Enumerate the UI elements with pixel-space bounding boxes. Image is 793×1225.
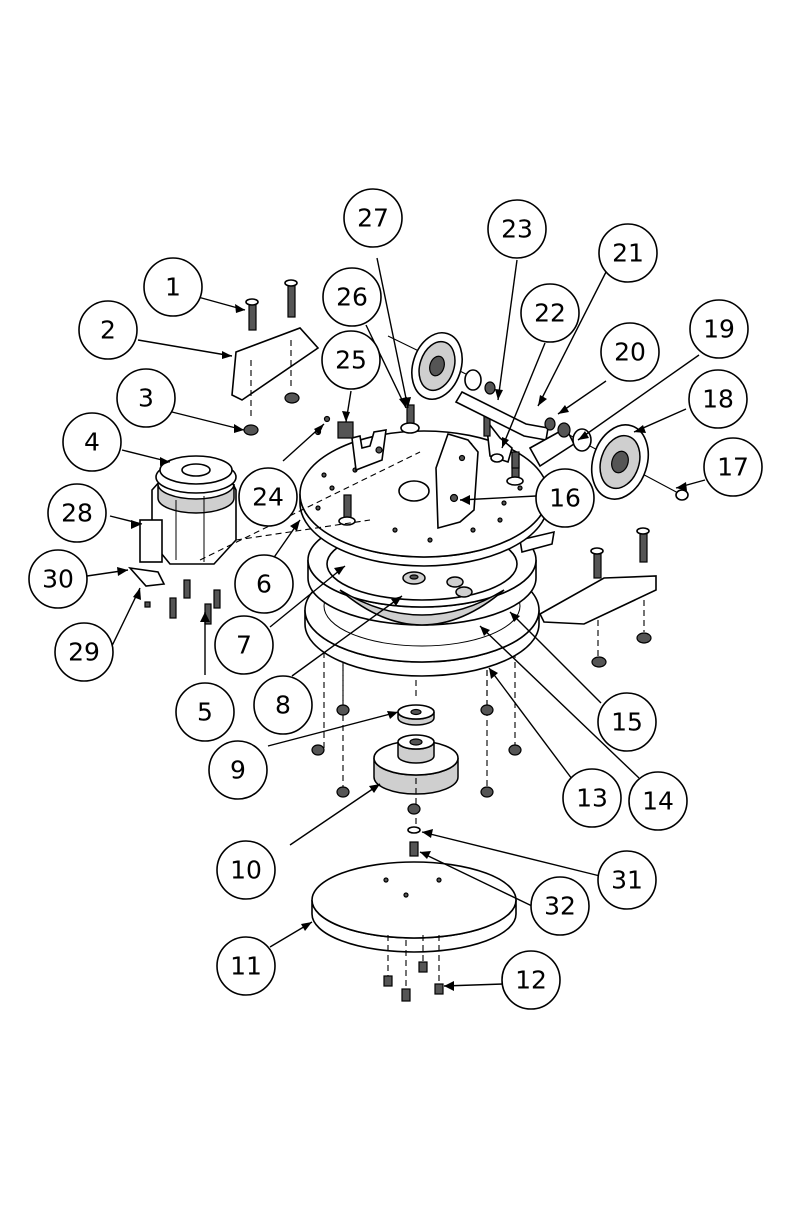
- callout-16: 16: [536, 469, 594, 527]
- callout-27: 27: [344, 189, 402, 247]
- callout-31-label: 31: [611, 866, 643, 895]
- callout-20-label: 20: [614, 338, 646, 367]
- callout-26: 26: [323, 268, 381, 326]
- callout-12-label: 12: [515, 966, 547, 995]
- callout-15-label: 15: [611, 708, 643, 737]
- callout-29: 29: [55, 623, 113, 681]
- callout-21-label: 21: [612, 239, 644, 268]
- callout-23-label: 23: [501, 215, 533, 244]
- callout-11: 11: [217, 937, 275, 995]
- callout-6: 6: [235, 555, 293, 613]
- callout-9-label: 9: [230, 756, 246, 785]
- callout-25-label: 25: [335, 346, 367, 375]
- callout-4-label: 4: [84, 428, 100, 457]
- callout-17: 17: [704, 438, 762, 496]
- callout-22-label: 22: [534, 299, 566, 328]
- callout-2: 2: [79, 301, 137, 359]
- callout-11-label: 11: [230, 952, 262, 981]
- callout-10: 10: [217, 841, 275, 899]
- callout-20: 20: [601, 323, 659, 381]
- callout-5: 5: [176, 683, 234, 741]
- callout-1-label: 1: [165, 273, 181, 302]
- center-washer-bolt: [408, 804, 420, 856]
- callout-5-label: 5: [197, 698, 213, 727]
- callout-7-label: 7: [236, 631, 252, 660]
- callout-17-label: 17: [717, 453, 749, 482]
- callout-19: 19: [690, 300, 748, 358]
- callout-28: 28: [48, 484, 106, 542]
- callout-25: 25: [322, 331, 380, 389]
- callout-32-label: 32: [544, 892, 576, 921]
- callout-27-label: 27: [357, 204, 389, 233]
- callout-10-label: 10: [230, 856, 262, 885]
- callout-8: 8: [254, 676, 312, 734]
- callout-8-label: 8: [275, 691, 291, 720]
- left-weight: [232, 280, 318, 435]
- clutch-plate: [374, 735, 458, 830]
- callout-7: 7: [215, 616, 273, 674]
- callout-14-label: 14: [642, 787, 674, 816]
- callout-16-label: 16: [549, 484, 581, 513]
- callout-29-label: 29: [68, 638, 100, 667]
- callout-26-label: 26: [336, 283, 368, 312]
- right-weight: [540, 528, 656, 667]
- callout-2-label: 2: [100, 316, 116, 345]
- callout-6-label: 6: [256, 570, 272, 599]
- callout-22: 22: [521, 284, 579, 342]
- callout-15: 15: [598, 693, 656, 751]
- callout-3: 3: [117, 369, 175, 427]
- left-wheel: [388, 326, 495, 406]
- callout-28-label: 28: [61, 499, 93, 528]
- callout-9: 9: [209, 741, 267, 799]
- callout-14: 14: [629, 772, 687, 830]
- callout-19-label: 19: [703, 315, 735, 344]
- callout-13-label: 13: [576, 784, 608, 813]
- callout-24: 24: [239, 468, 297, 526]
- callout-32: 32: [531, 877, 589, 935]
- callout-24-label: 24: [252, 483, 284, 512]
- callout-21: 21: [599, 224, 657, 282]
- callout-30-label: 30: [42, 565, 74, 594]
- callout-1: 1: [144, 258, 202, 316]
- callout-30: 30: [29, 550, 87, 608]
- callout-12: 12: [502, 951, 560, 1009]
- callout-31: 31: [598, 851, 656, 909]
- pad-driver: [312, 862, 516, 952]
- callout-3-label: 3: [138, 384, 154, 413]
- callout-4: 4: [63, 413, 121, 471]
- callout-18-label: 18: [702, 385, 734, 414]
- callout-23: 23: [488, 200, 546, 258]
- callout-13: 13: [563, 769, 621, 827]
- callout-18: 18: [689, 370, 747, 428]
